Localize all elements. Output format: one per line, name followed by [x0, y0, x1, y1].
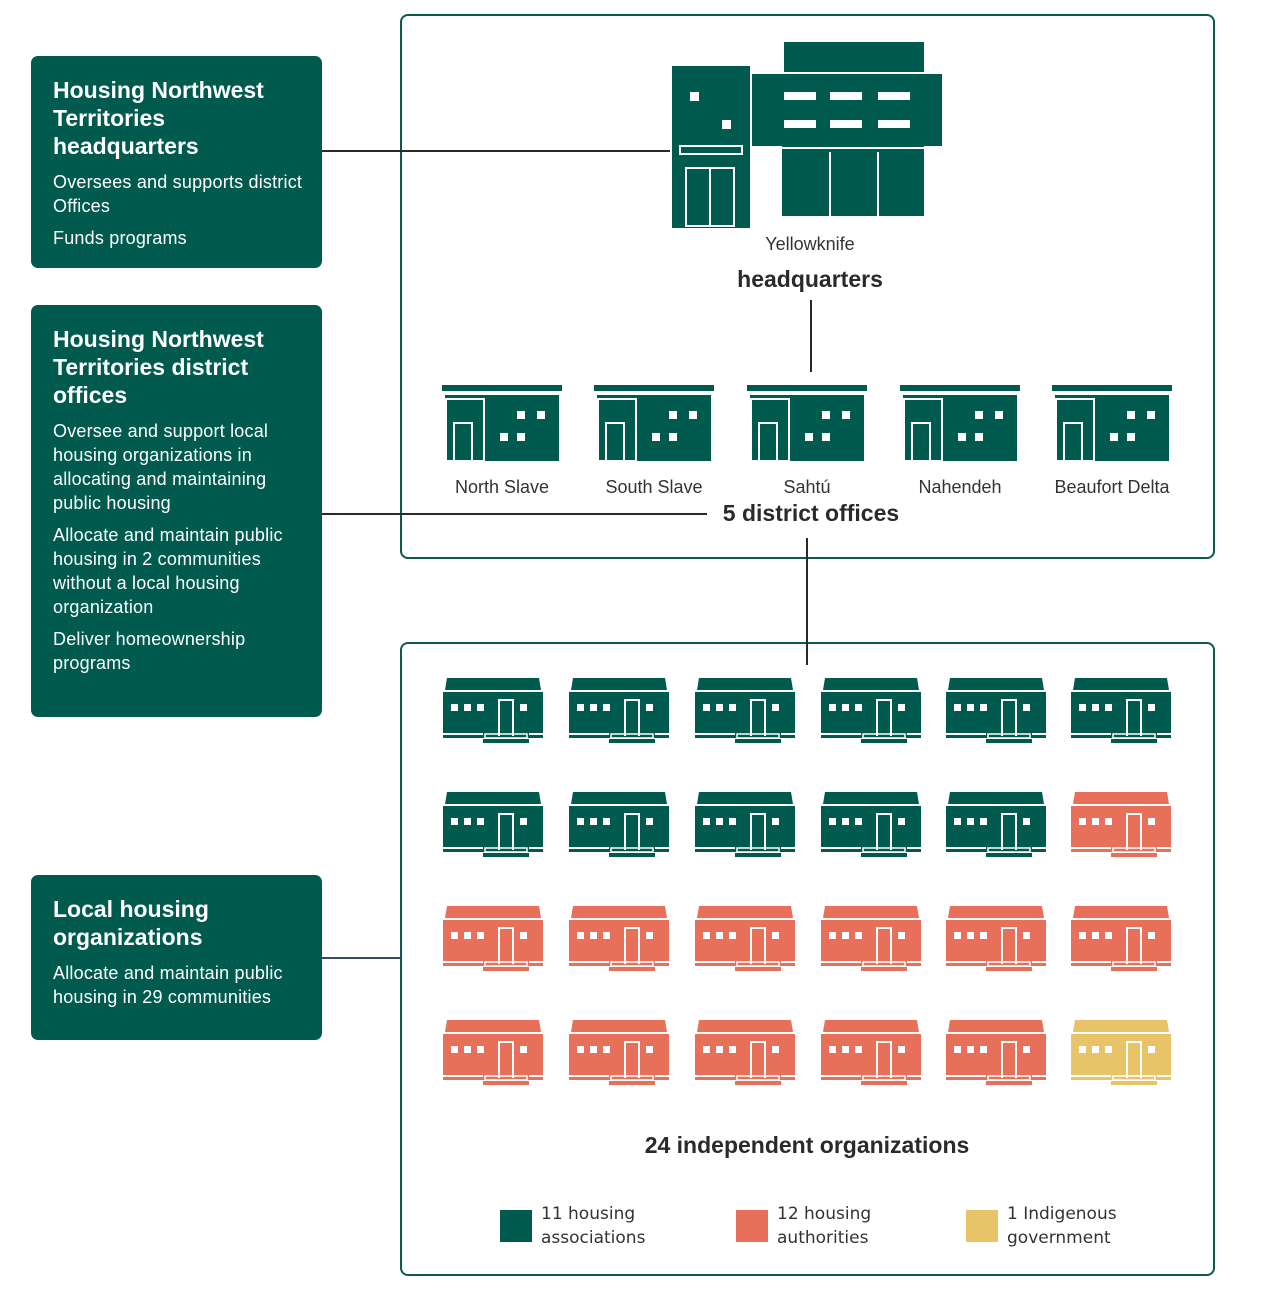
- connector-hq: [322, 150, 670, 152]
- house-icon: [821, 906, 921, 972]
- hq-card-item: Oversees and supports district Offices: [53, 172, 303, 216]
- district-offices-label: 5 district offices: [707, 500, 915, 527]
- house-icon: [443, 678, 543, 744]
- house-icon: [1071, 906, 1171, 972]
- district-office-icon: [900, 385, 1020, 462]
- house-icon: [569, 792, 669, 858]
- district-office-name: Beaufort Delta: [1054, 477, 1170, 497]
- district-card-item: Oversee and support local housing organi…: [53, 421, 269, 513]
- house-icon: [946, 792, 1046, 858]
- house-icon: [569, 1020, 669, 1086]
- district-office-icon: [1052, 385, 1172, 462]
- house-icon: [443, 1020, 543, 1086]
- district-office-icon: [442, 385, 562, 462]
- hq-city: Yellowknife: [765, 234, 855, 254]
- house-icon: [946, 678, 1046, 744]
- district-office-icon: [747, 385, 867, 462]
- house-icon: [821, 792, 921, 858]
- connector-district-orgs: [806, 538, 808, 665]
- hq-card: Housing Northwest Territories headquarte…: [31, 56, 322, 268]
- district-office-name: Sahtú: [783, 477, 831, 497]
- connector-hq-district: [810, 300, 812, 372]
- legend-swatch: [500, 1210, 532, 1242]
- house-icon: [946, 1020, 1046, 1086]
- district-card-item: Allocate and maintain public housing in …: [53, 525, 283, 617]
- district-office: Nahendeh: [900, 385, 1020, 497]
- connector-local: [322, 957, 401, 959]
- hq-card-item: Funds programs: [53, 228, 187, 248]
- house-icon: [1071, 678, 1171, 744]
- house-icon: [569, 906, 669, 972]
- legend-swatch: [966, 1210, 998, 1242]
- house-icon: [821, 678, 921, 744]
- legend-text: 12 housing authorities: [777, 1204, 872, 1248]
- connector-district: [322, 513, 707, 515]
- house-icon: [695, 678, 795, 744]
- district-card: Housing Northwest Territories district o…: [31, 305, 322, 717]
- house-icon: [695, 792, 795, 858]
- district-office-name: South Slave: [605, 477, 703, 497]
- district-card-title: Housing Northwest Territories district o…: [53, 326, 264, 408]
- hq-label: headquarters: [737, 266, 883, 292]
- local-card-item: Allocate and maintain public housing in …: [53, 963, 283, 1007]
- house-icon: [1071, 1020, 1171, 1086]
- district-office: Beaufort Delta: [1052, 385, 1172, 497]
- house-icon: [946, 906, 1046, 972]
- office-building-icon: [672, 42, 942, 228]
- house-icon: [1071, 792, 1171, 858]
- district-office: North Slave: [442, 385, 562, 497]
- house-icon: [695, 1020, 795, 1086]
- district-office: Sahtú: [747, 385, 867, 497]
- district-office: South Slave: [594, 385, 714, 497]
- district-office-name: Nahendeh: [918, 477, 1002, 497]
- local-card: Local housing organizations Allocate and…: [31, 875, 322, 1040]
- legend-swatch: [736, 1210, 768, 1242]
- legend-text: 11 housing associations: [541, 1204, 646, 1248]
- house-icon: [569, 678, 669, 744]
- legend-text: 1 Indigenous government: [1007, 1204, 1117, 1248]
- hq-card-title: Housing Northwest Territories headquarte…: [53, 77, 264, 159]
- house-icon: [821, 1020, 921, 1086]
- district-office-name: North Slave: [454, 477, 550, 497]
- house-icon: [695, 906, 795, 972]
- local-card-title: Local housing organizations: [53, 896, 209, 950]
- house-icon: [443, 906, 543, 972]
- house-icon: [443, 792, 543, 858]
- district-office-icon: [594, 385, 714, 462]
- district-card-item: Deliver homeownership programs: [53, 629, 246, 673]
- organizations-label: 24 independent organizations: [644, 1132, 970, 1158]
